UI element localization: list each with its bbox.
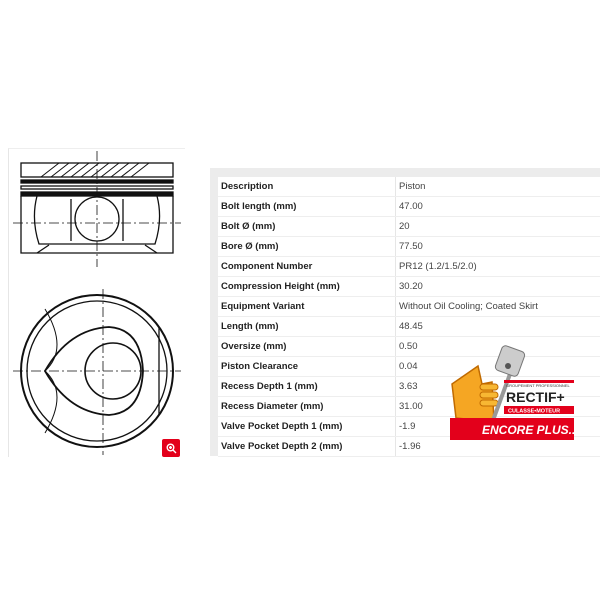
rectif-plus-logo: GROUPEMENT PROFESSIONNEL RECTIF+ CULASSE…	[448, 344, 579, 442]
spec-value: 30.20	[395, 276, 600, 297]
spec-row: Bolt length (mm)47.00	[218, 196, 600, 217]
spec-row: Bore Ø (mm)77.50	[218, 236, 600, 257]
svg-text:GROUPEMENT PROFESSIONNEL: GROUPEMENT PROFESSIONNEL	[506, 383, 570, 388]
svg-text:RECTIF+: RECTIF+	[506, 389, 565, 405]
spec-value: 20	[395, 216, 600, 237]
spec-value: 0.50	[395, 336, 600, 357]
spec-label: Oversize (mm)	[218, 336, 396, 357]
spec-label: Length (mm)	[218, 316, 396, 337]
spec-row: Compression Height (mm)30.20	[218, 276, 600, 297]
svg-text:ENCORE PLUS...: ENCORE PLUS...	[482, 423, 576, 437]
spec-label: Bolt Ø (mm)	[218, 216, 396, 237]
spec-label: Recess Diameter (mm)	[218, 396, 396, 417]
spec-label: Description	[218, 177, 396, 197]
spec-value: 48.45	[395, 316, 600, 337]
spec-value: -1.96	[395, 436, 600, 457]
spec-label: Piston Clearance	[218, 356, 396, 377]
spec-row: Length (mm)48.45	[218, 316, 600, 337]
spec-label: Component Number	[218, 256, 396, 277]
spec-value: Piston	[395, 177, 600, 197]
spec-row: Bolt Ø (mm)20	[218, 216, 600, 237]
spec-value: PR12 (1.2/1.5/2.0)	[395, 256, 600, 277]
spec-value: Without Oil Cooling; Coated Skirt	[395, 296, 600, 317]
spec-row: Valve Pocket Depth 2 (mm)-1.96	[218, 436, 600, 457]
piston-technical-drawing	[13, 151, 181, 455]
svg-text:CULASSE•MOTEUR: CULASSE•MOTEUR	[508, 409, 560, 415]
spec-label: Valve Pocket Depth 2 (mm)	[218, 436, 396, 457]
spec-row: Oversize (mm)0.50	[218, 336, 600, 357]
zoom-in-icon	[166, 443, 176, 453]
zoom-image-button[interactable]	[162, 439, 180, 457]
spec-value: 77.50	[395, 236, 600, 257]
product-image-panel	[8, 148, 185, 457]
spec-label: Bolt length (mm)	[218, 196, 396, 217]
spec-label: Bore Ø (mm)	[218, 236, 396, 257]
spec-label: Valve Pocket Depth 1 (mm)	[218, 416, 396, 437]
spec-value: 47.00	[395, 196, 600, 217]
spec-label: Recess Depth 1 (mm)	[218, 376, 396, 397]
spec-label: Compression Height (mm)	[218, 276, 396, 297]
spec-label: Equipment Variant	[218, 296, 396, 317]
